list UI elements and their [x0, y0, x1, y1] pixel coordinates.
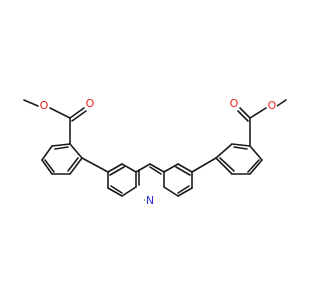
bond	[54, 146, 69, 150]
bond	[177, 187, 193, 197]
nitrogen-atom-label: N	[146, 194, 154, 207]
bond	[233, 146, 248, 150]
bond	[163, 163, 179, 173]
bond	[69, 143, 83, 159]
oxygen-atom-label: O	[230, 97, 239, 110]
atom-label-bg	[267, 99, 277, 111]
bond	[191, 157, 217, 173]
bond	[149, 163, 165, 173]
bond	[71, 110, 87, 122]
atom-label-bg	[229, 97, 239, 109]
bond	[41, 159, 53, 175]
atom-label-bg	[145, 193, 155, 205]
bond	[109, 166, 125, 176]
bond	[231, 143, 251, 147]
atom-label-bg	[85, 97, 95, 109]
bond	[81, 157, 109, 173]
bond	[41, 145, 53, 161]
bond	[51, 143, 71, 147]
atom-label-bg	[39, 99, 49, 111]
bond	[23, 99, 39, 107]
bond	[219, 157, 235, 172]
bond	[163, 186, 179, 197]
bond	[121, 163, 137, 173]
acridine-core	[107, 163, 193, 201]
bond	[67, 157, 79, 172]
bond	[249, 107, 267, 119]
oxygen-atom-label: O	[268, 99, 277, 112]
bond	[215, 143, 233, 159]
bond	[276, 99, 287, 107]
bond	[249, 159, 263, 175]
bond	[107, 187, 123, 197]
bond	[135, 163, 151, 173]
oxygen-atom-label: O	[86, 97, 95, 110]
bond	[177, 163, 193, 173]
bond	[177, 185, 190, 194]
atom-labels: O O O O N	[39, 97, 277, 207]
bond	[249, 145, 263, 161]
molecule-diagram: O O O O N	[23, 97, 287, 207]
bond	[175, 166, 191, 176]
bond	[237, 110, 249, 122]
right-aryl-ester-group	[191, 99, 287, 175]
bond	[239, 107, 251, 119]
bond	[69, 107, 85, 119]
bond	[44, 159, 55, 173]
bond	[69, 157, 83, 175]
left-aryl-ester-group	[23, 99, 109, 175]
bond	[110, 185, 123, 194]
bond	[49, 107, 71, 119]
oxygen-atom-label: O	[40, 99, 49, 112]
bond	[215, 157, 233, 175]
bond	[107, 163, 123, 173]
bond	[247, 159, 260, 173]
bond	[149, 166, 162, 175]
bond	[121, 186, 137, 197]
